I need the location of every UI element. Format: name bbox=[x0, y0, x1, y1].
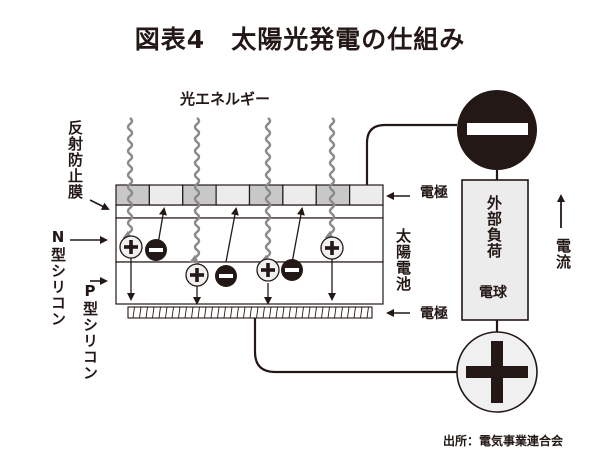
comb-tooth bbox=[152, 306, 155, 319]
p-type-layer bbox=[115, 261, 384, 305]
comb-tooth bbox=[230, 306, 233, 319]
hole-paths bbox=[127, 258, 336, 305]
hole-carrier bbox=[256, 258, 280, 282]
charge-carriers bbox=[119, 235, 344, 287]
electron-path bbox=[225, 207, 239, 263]
light-bulb-label: 電球 bbox=[479, 285, 507, 301]
electrode-cell bbox=[282, 184, 317, 206]
comb-tooth bbox=[282, 306, 285, 319]
top-white-layer bbox=[115, 204, 384, 219]
light-energy-label: 光エネルギー bbox=[180, 90, 271, 108]
comb-tooth bbox=[249, 306, 252, 319]
comb-tooth bbox=[327, 306, 330, 319]
p-type-silicon-label: P型シリコン bbox=[81, 282, 99, 381]
comb-tooth bbox=[217, 306, 220, 319]
comb-tooth bbox=[165, 306, 168, 319]
light-ray bbox=[122, 117, 134, 240]
comb-tooth bbox=[210, 306, 213, 319]
comb-tooth bbox=[171, 306, 174, 319]
minus-icon bbox=[149, 248, 163, 252]
comb-tooth bbox=[275, 306, 278, 319]
comb-tooth bbox=[301, 306, 304, 319]
comb-tooth bbox=[158, 306, 161, 319]
hole-carrier bbox=[119, 235, 143, 259]
comb-tooth bbox=[262, 306, 265, 319]
light-ray bbox=[324, 117, 336, 240]
comb-tooth bbox=[360, 306, 363, 319]
n-type-silicon-label: N型シリコン bbox=[49, 228, 67, 327]
plus-icon bbox=[266, 263, 270, 277]
light-ray bbox=[260, 117, 272, 264]
wire-bottom bbox=[253, 318, 457, 374]
comb-tooth bbox=[269, 306, 272, 319]
comb-tooth bbox=[256, 306, 259, 319]
plus-icon-vertical bbox=[491, 341, 503, 403]
electrode-cell bbox=[115, 184, 150, 206]
comb-tooth bbox=[197, 306, 200, 319]
plus-icon bbox=[330, 241, 334, 255]
hole-carrier bbox=[320, 236, 344, 260]
anti-reflection-film-label: 反射防止膜 bbox=[66, 120, 84, 200]
electron-carrier bbox=[145, 239, 167, 261]
comb-tooth bbox=[223, 306, 226, 319]
external-load-label: 外部負荷 bbox=[485, 195, 503, 259]
arc-film-pointer-arrow bbox=[89, 199, 110, 210]
source-credit: 出所：電気事業連合会 bbox=[443, 434, 564, 448]
electron-carrier bbox=[281, 259, 303, 281]
current-label: 電流 bbox=[554, 238, 572, 270]
electrode-bottom-label: 電極 bbox=[420, 306, 448, 322]
comb-tooth bbox=[295, 306, 298, 319]
comb-tooth bbox=[366, 306, 369, 319]
top-electrode-anti-reflection bbox=[115, 184, 384, 206]
comb-tooth bbox=[184, 306, 187, 319]
comb-tooth bbox=[353, 306, 356, 319]
external-load-box bbox=[461, 179, 529, 321]
solar-cell-label: 太陽電池 bbox=[394, 228, 412, 292]
electron-path bbox=[157, 207, 167, 245]
comb-tooth bbox=[334, 306, 337, 319]
light-ray bbox=[189, 117, 201, 264]
electrode-cell bbox=[349, 184, 384, 206]
plus-icon bbox=[129, 240, 133, 254]
electron-carrier bbox=[215, 265, 237, 287]
comb-tooth bbox=[243, 306, 246, 319]
comb-tooth bbox=[288, 306, 291, 319]
hole-carrier bbox=[185, 263, 209, 287]
comb-tooth bbox=[236, 306, 239, 319]
comb-tooth bbox=[347, 306, 350, 319]
electron-path bbox=[291, 207, 305, 264]
light-waves bbox=[122, 117, 336, 264]
electrode-cell bbox=[148, 184, 184, 206]
plus-terminal bbox=[456, 331, 538, 413]
comb-tooth bbox=[308, 306, 311, 319]
wire-top bbox=[365, 123, 457, 186]
comb-tooth bbox=[132, 306, 135, 319]
diagram-title: 図表4 太陽光発電の仕組み bbox=[134, 25, 466, 54]
electrode-cell bbox=[215, 184, 251, 206]
minus-icon bbox=[285, 268, 299, 272]
comb-tooth bbox=[321, 306, 324, 319]
minus-icon bbox=[219, 274, 233, 278]
plus-icon bbox=[195, 268, 199, 282]
comb-tooth bbox=[178, 306, 181, 319]
electron-paths bbox=[157, 207, 305, 264]
comb-tooth bbox=[204, 306, 207, 319]
minus-terminal bbox=[457, 90, 537, 170]
comb-tooth bbox=[314, 306, 317, 319]
comb-tooth bbox=[139, 306, 142, 319]
comb-tooth bbox=[145, 306, 148, 319]
bottom-comb-electrode bbox=[127, 306, 373, 319]
comb-tooth bbox=[340, 306, 343, 319]
comb-tooth bbox=[191, 306, 194, 319]
minus-icon bbox=[467, 123, 528, 135]
electrode-top-label: 電極 bbox=[420, 185, 448, 201]
